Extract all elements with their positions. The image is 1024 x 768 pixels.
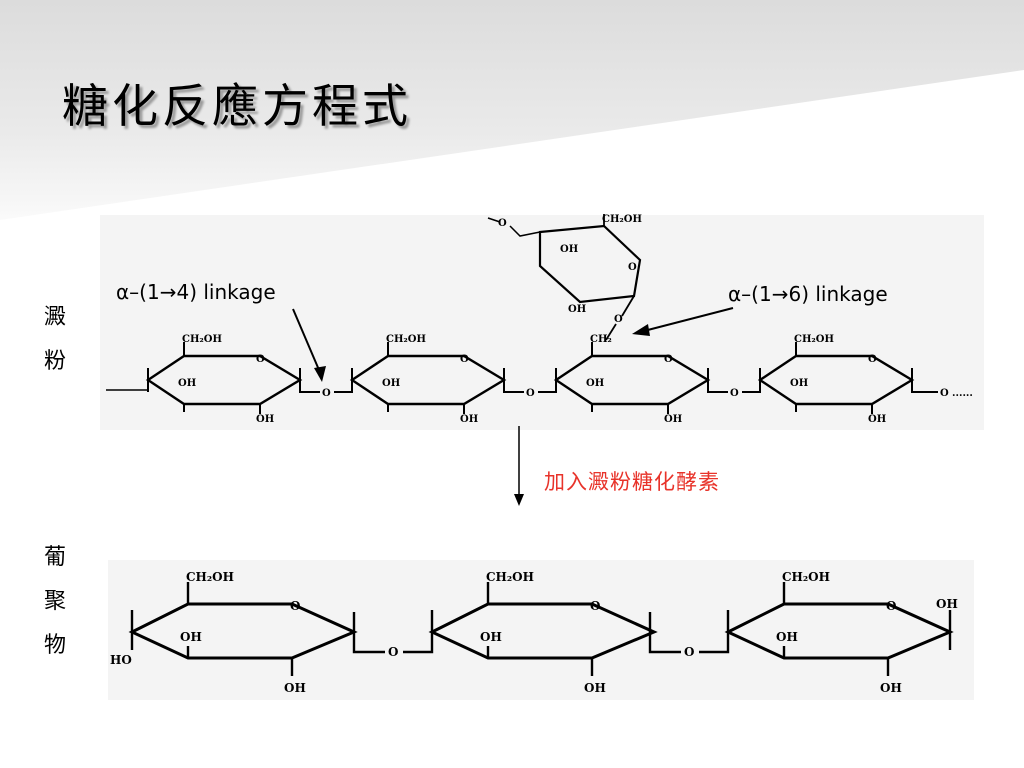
starch-ch2oh-label: CH₂OH — [182, 334, 222, 345]
starch-oh-label: OH — [790, 378, 808, 389]
glucan-glycosidic-bond — [648, 612, 681, 654]
starch-ring-oxygen-label: O — [460, 354, 469, 365]
branch-unit-labels: O CH₂OH OH O OH O — [498, 214, 642, 325]
glucan-oh-label: OH — [584, 681, 606, 695]
glucan-panel — [108, 560, 974, 700]
starch-ch2oh-label: CH₂OH — [794, 334, 834, 345]
glucan-end-oh-label: OH — [936, 597, 958, 611]
starch-bridge-oxygen-label: O — [322, 388, 331, 399]
reaction-arrowhead — [514, 494, 524, 506]
starch-panel — [100, 215, 984, 430]
starch-ring-oxygen-label: O — [868, 354, 877, 365]
starch-ch2-label: CH₂ — [590, 334, 612, 345]
glucan-ch2oh-label: CH₂OH — [186, 570, 234, 584]
starch-bridge-oxygen-label: O — [730, 388, 739, 399]
glucan-oh-label: OH — [776, 630, 798, 644]
glucan-oh-label: OH — [480, 630, 502, 644]
alpha-1-6-arrow — [639, 307, 734, 333]
starch-ch2oh-label: CH₂OH — [386, 334, 426, 345]
starch-glycosidic-bond — [538, 380, 557, 393]
glucan-oh-label: OH — [880, 681, 902, 695]
starch-glycosidic-bond — [707, 380, 728, 393]
glucan-glycosidic-bond — [699, 610, 730, 654]
alpha-1-4-linkage-label: α–(1→4) linkage — [116, 280, 276, 304]
starch-oh-label: OH — [868, 414, 886, 425]
starch-glycosidic-bond — [742, 380, 761, 393]
branch-ch2oh-label: CH₂OH — [602, 214, 642, 225]
starch-glycosidic-bond — [334, 380, 353, 393]
branch-ring-oxygen-label: O — [628, 262, 637, 273]
starch-chain-labels: CH₂OH O OH OH CH₂OH O OH OH CH₂ O OH OH CH₂OH O OH OH O O… — [178, 334, 973, 425]
glucan-bridge-oxygen-label: O — [388, 645, 398, 659]
starch-chain-continuation: ...... — [952, 388, 973, 399]
starch-chain-end — [911, 380, 938, 393]
enzyme-note: 加入澱粉糖化酵素 — [544, 470, 720, 494]
branch-linkage-bond — [605, 323, 617, 341]
glucan-label: 葡 聚 物 — [43, 545, 66, 658]
glucan-bridge-oxygen-label: O — [684, 645, 694, 659]
starch-oh-label: OH — [460, 414, 478, 425]
alpha-1-4-arrowhead — [314, 366, 326, 382]
alpha-1-6-linkage-label: α–(1→6) linkage — [728, 282, 888, 306]
starch-ring-oxygen-label: O — [664, 354, 673, 365]
branch-link-oxygen-label: O — [614, 314, 623, 325]
starch-chain — [106, 342, 938, 414]
glucan-oh-label: OH — [180, 630, 202, 644]
glucan-ch2oh-label: CH₂OH — [486, 570, 534, 584]
glucan-ring-oxygen-label: O — [590, 599, 600, 613]
glucan-ring-oxygen-label: O — [886, 599, 896, 613]
branch-upstream-bond — [487, 217, 501, 223]
starch-oh-label: OH — [382, 378, 400, 389]
starch-ring-oxygen-label: O — [256, 354, 265, 365]
starch-oh-label: OH — [256, 414, 274, 425]
branch-oh-label: OH — [560, 244, 578, 255]
glucan-glycosidic-bond — [352, 612, 385, 654]
branch-oxygen-label: O — [498, 218, 507, 229]
branch-glucose-unit — [487, 214, 642, 341]
starch-bridge-oxygen-label: O — [526, 388, 535, 399]
glucan-chain — [128, 582, 954, 676]
starch-oh-label: OH — [178, 378, 196, 389]
alpha-1-4-arrow — [292, 308, 323, 378]
alpha-1-6-arrowhead — [632, 324, 650, 336]
glucan-oh-label: OH — [284, 681, 306, 695]
glucan-chain-labels: CH₂OH O OH OH CH₂OH O OH OH CH₂OH O OH OH HO O O OH — [110, 570, 958, 695]
slide-title: 糖化反應方程式 — [62, 79, 412, 133]
glucan-glycosidic-bond — [403, 610, 434, 654]
starch-glycosidic-bond — [299, 380, 320, 393]
branch-upstream-bond — [509, 225, 541, 237]
branch-linkage-bond — [621, 295, 635, 317]
glucan-ch2oh-label: CH₂OH — [782, 570, 830, 584]
starch-oh-label: OH — [586, 378, 604, 389]
starch-label: 澱 粉 — [43, 305, 66, 374]
glucan-ring-oxygen-label: O — [290, 599, 300, 613]
starch-glycosidic-bond — [503, 380, 524, 393]
starch-end-oxygen-label: O — [940, 388, 949, 399]
starch-oh-label: OH — [664, 414, 682, 425]
branch-oh-label: OH — [568, 304, 586, 315]
glucan-ho-label: HO — [110, 653, 132, 667]
